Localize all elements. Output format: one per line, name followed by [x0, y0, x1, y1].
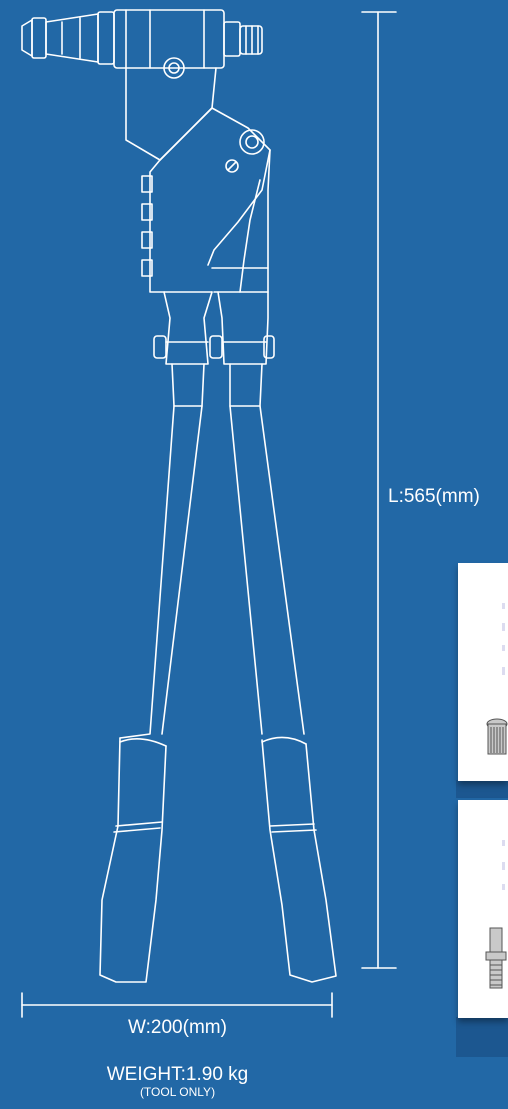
- length-dimension-line: [361, 11, 397, 969]
- width-dimension-line: [21, 992, 333, 1018]
- threaded-stud-icon: [485, 840, 507, 989]
- length-label: L:565(mm): [388, 486, 480, 507]
- left-handle: [99, 363, 205, 983]
- right-handle: [229, 363, 337, 983]
- weight-label: WEIGHT:1.90 kg: [106, 1064, 249, 1085]
- insert-card-threaded-stud: [458, 800, 508, 1018]
- knurled-rivet-nut-icon: [486, 603, 508, 755]
- insert-card-shadow: [456, 1017, 508, 1057]
- insert-card-rivet-nut: [458, 563, 508, 781]
- tool-head-body: [125, 57, 271, 293]
- width-label: W:200(mm): [128, 1017, 227, 1038]
- insert-card-shadow: [456, 780, 508, 798]
- tool-joint: [153, 291, 275, 365]
- weight-note: (TOOL ONLY): [139, 1085, 216, 1099]
- tool-nose-assembly: [21, 9, 263, 69]
